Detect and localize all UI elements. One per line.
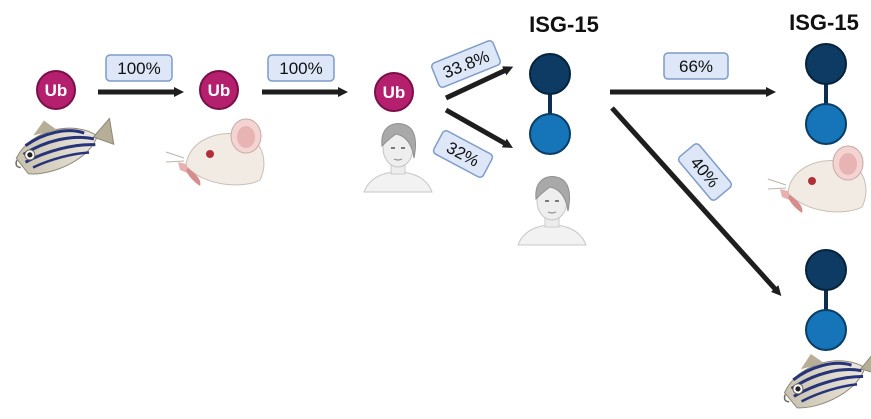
zebrafish-icon: [5, 103, 120, 181]
arrow-ub-to-isg15-domain-a: [444, 66, 514, 101]
isg15-title-mouse: ISG-15: [789, 10, 859, 35]
svg-text:100%: 100%: [117, 59, 160, 78]
mouse-icon: [165, 118, 265, 187]
ub-node-human: Ub: [374, 72, 414, 112]
isg15-dimer-mouse: [805, 43, 847, 145]
svg-text:Ub: Ub: [45, 81, 68, 100]
svg-text:100%: 100%: [279, 59, 322, 78]
isg15-dimer-zebrafish: [805, 249, 847, 351]
label-mouse-to-human-ub: 100%: [267, 54, 335, 82]
ub-node-zebrafish: Ub: [36, 70, 76, 110]
human-icon: [517, 175, 587, 246]
arrow-ub-to-isg15-domain-b: [444, 107, 513, 148]
label-ub-to-isg15-domain-b: 32%: [432, 130, 494, 178]
ub-node-mouse: Ub: [199, 70, 239, 110]
label-zebrafish-to-mouse-ub: 100%: [105, 54, 173, 82]
human-icon: [363, 122, 433, 193]
svg-text:66%: 66%: [679, 57, 713, 76]
isg15-dimer-human: [529, 53, 571, 155]
mouse-icon: [767, 145, 867, 214]
label-ub-to-isg15-domain-a: 33.8%: [430, 40, 502, 88]
svg-text:Ub: Ub: [383, 83, 406, 102]
svg-text:Ub: Ub: [208, 81, 231, 100]
label-human-to-mouse-isg15: 66%: [663, 52, 729, 80]
isg15-title-human: ISG-15: [529, 12, 599, 37]
arrow-human-to-zebrafish-isg15: [610, 106, 782, 296]
